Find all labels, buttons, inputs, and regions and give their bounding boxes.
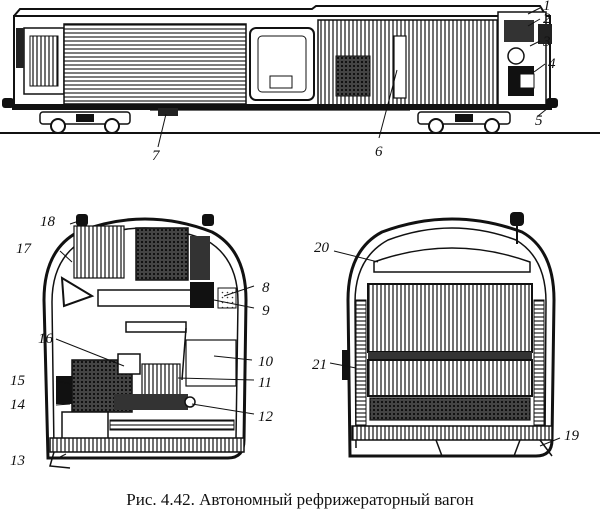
right-cross-section: 19 20 21 xyxy=(312,212,580,458)
roof-vent-right xyxy=(202,214,214,226)
callout-19: 19 xyxy=(564,428,580,444)
buffer-left xyxy=(2,98,14,108)
callout-15: 15 xyxy=(10,373,26,389)
left-cross-section: 8 9 10 11 12 13 14 15 16 17 18 xyxy=(10,214,274,469)
underframe xyxy=(12,104,552,110)
figure-caption: Рис. 4.42. Автономный рефрижераторный ва… xyxy=(126,490,473,509)
left-section-frame xyxy=(49,437,245,453)
callout-18: 18 xyxy=(40,214,56,230)
callout-13: 13 xyxy=(10,453,25,469)
wagon-roof xyxy=(13,5,546,17)
callout-17: 17 xyxy=(16,241,33,257)
callout-7: 7 xyxy=(152,148,161,164)
callout-1: 1 xyxy=(543,0,551,14)
callout-12: 12 xyxy=(258,409,274,425)
side-door xyxy=(249,27,315,101)
callout-21: 21 xyxy=(312,357,327,373)
callout-16: 16 xyxy=(38,331,54,347)
callout-10: 10 xyxy=(258,354,274,370)
roof-vent xyxy=(510,212,524,226)
callout-5: 5 xyxy=(535,113,543,129)
evaporator-grid xyxy=(367,283,533,353)
buffer-right xyxy=(546,98,558,108)
right-section-frame xyxy=(351,425,553,441)
wagon-side-view: 1 2 3 4 5 6 7 xyxy=(0,0,600,164)
callout-14: 14 xyxy=(10,397,26,413)
callout-6: 6 xyxy=(375,144,383,160)
callout-9: 9 xyxy=(262,303,270,319)
callout-4: 4 xyxy=(548,56,556,72)
bogie-left xyxy=(39,111,131,134)
callout-2: 2 xyxy=(543,11,551,27)
callout-3: 3 xyxy=(542,34,551,50)
bogie-right xyxy=(417,111,511,134)
control-cabinet xyxy=(135,227,189,281)
callout-8: 8 xyxy=(262,280,270,296)
cargo-side-panel xyxy=(63,23,247,105)
callout-11: 11 xyxy=(258,375,272,391)
callout-20: 20 xyxy=(314,240,330,256)
fan-grille xyxy=(335,55,371,97)
